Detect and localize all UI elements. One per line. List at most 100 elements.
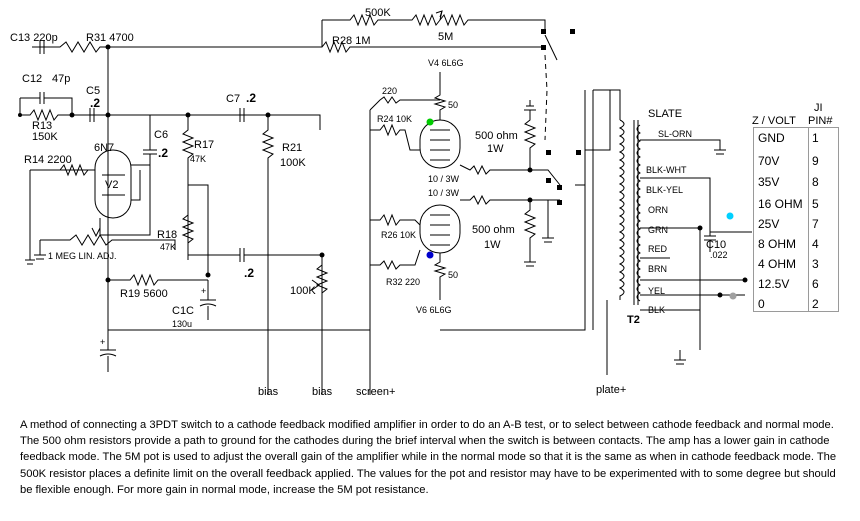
bias-cap-value: .2	[244, 266, 254, 280]
c12-value: 47p	[52, 73, 70, 85]
caption: A method of connecting a 3PDT switch to …	[20, 419, 837, 496]
tap-name: GND	[758, 131, 785, 145]
table-header-ji: JI	[814, 102, 823, 114]
r14-label: R14 2200	[24, 154, 72, 166]
screen-label: screen+	[356, 386, 395, 398]
r17-value: 47K	[190, 154, 206, 164]
r500-bot-label: 500 ohm	[472, 224, 515, 236]
r17	[181, 115, 195, 260]
table-row: 25V 7	[754, 214, 838, 236]
c6	[143, 115, 157, 165]
r31-label: R31 4700	[86, 32, 134, 44]
plate-loop	[440, 90, 586, 331]
c10-label: C10	[706, 239, 726, 251]
c5-label: C5	[86, 85, 100, 97]
tap-name: 35V	[758, 175, 780, 189]
c7-value: .2	[246, 91, 256, 105]
tap-pin: 7	[812, 217, 819, 231]
bias-label-1: bias	[258, 386, 279, 398]
table-row: 12.5V 6	[754, 274, 838, 296]
c10-value: .022	[710, 250, 728, 260]
r21-value: 100K	[280, 157, 306, 169]
r28-label: R28 1M	[332, 35, 371, 47]
r24-label: R24 10K	[377, 114, 412, 124]
lead-label: YEL	[648, 286, 665, 296]
tap-name: 0	[758, 297, 765, 311]
r26-label: R26 10K	[381, 230, 416, 240]
lead-label: RED	[648, 244, 668, 254]
tap-name: 25V	[758, 217, 780, 231]
output-transformer	[575, 89, 752, 365]
c6-label: C6	[154, 129, 168, 141]
r21-label: R21	[282, 142, 302, 154]
lead-label: BRN	[648, 264, 667, 274]
r18	[181, 184, 209, 275]
c1c	[199, 280, 217, 320]
table-row: 4 OHM 3	[754, 254, 838, 276]
pot-100k-wiper	[311, 279, 320, 291]
t2-label: T2	[627, 314, 640, 326]
v6-screen-dot	[426, 251, 434, 259]
g2-bot-label: 10 / 3W	[428, 188, 460, 198]
tap-pin: 4	[812, 237, 819, 251]
r500-bot-watt: 1W	[484, 239, 501, 251]
lead-label: GRN	[648, 225, 668, 235]
r50-bot: 50	[448, 270, 458, 280]
v4-label: V4 6L6G	[428, 58, 464, 68]
bias-coupling	[188, 248, 323, 395]
schematic-diagram: C13 220p R31 4700 500K 5M R28 1M C12 47p…	[10, 7, 833, 398]
plate-label: plate+	[596, 384, 626, 396]
tap-pin: 5	[812, 197, 819, 211]
lead-labels: SL-ORN BLK-WHT BLK-YEL ORN GRN RED BRN Y…	[646, 129, 692, 315]
tap-name: 4 OHM	[758, 257, 797, 271]
v4-screen-dot	[426, 118, 434, 126]
tap-name: 8 OHM	[758, 237, 797, 251]
tap-name: 16 OHM	[758, 197, 803, 211]
pot-1meg-label: 1 MEG LIN. ADJ.	[48, 251, 117, 261]
tap-pin: 8	[812, 175, 819, 189]
c1c-value: 130u	[172, 319, 192, 329]
output-tube-v4	[369, 72, 530, 176]
c1c-label: C1C	[172, 305, 194, 317]
pot-1meg-wiper	[91, 227, 101, 238]
c5-value: .2	[90, 96, 100, 110]
tap-name: 70V	[758, 154, 780, 168]
feedback-network	[32, 10, 575, 330]
c7	[190, 108, 321, 130]
r21	[261, 115, 275, 395]
table-divider	[808, 128, 809, 311]
r19	[108, 273, 208, 287]
lead-label: BLK-WHT	[646, 165, 687, 175]
v2-label: V2	[105, 179, 118, 191]
r18-value: 47K	[160, 242, 176, 252]
r13-value: 150K	[32, 131, 58, 143]
dot-25v	[726, 212, 734, 220]
r13-label: R13	[32, 120, 52, 132]
c1c-plus: +	[201, 286, 206, 296]
r18-label: R18	[157, 229, 177, 241]
v6-label: V6 6L6G	[416, 305, 452, 315]
table-row: 8 OHM 4	[754, 234, 838, 256]
c6-value: .2	[158, 146, 168, 160]
tap-name: 12.5V	[758, 277, 790, 291]
table-header-pin: PIN#	[808, 115, 833, 127]
r50-top: 50	[448, 100, 458, 110]
main-filter-plus: +	[100, 337, 105, 347]
tap-pin: 6	[812, 277, 819, 291]
output-tube-v6	[370, 194, 530, 300]
r19-label: R19 5600	[120, 288, 168, 300]
r500k-label: 500K	[365, 7, 391, 19]
pot-100k	[315, 264, 329, 294]
tap-pin: 3	[812, 257, 819, 271]
main-filter-cap	[99, 110, 371, 372]
lead-label: BLK-YEL	[646, 185, 683, 195]
pot5m-label: 5M	[438, 31, 453, 43]
slate-label: SLATE	[648, 108, 682, 120]
r500-top-watt: 1W	[487, 143, 504, 155]
r500-top-label: 500 ohm	[475, 130, 518, 142]
table-row: 35V 8	[754, 172, 838, 194]
c12-label: C12	[22, 73, 42, 85]
